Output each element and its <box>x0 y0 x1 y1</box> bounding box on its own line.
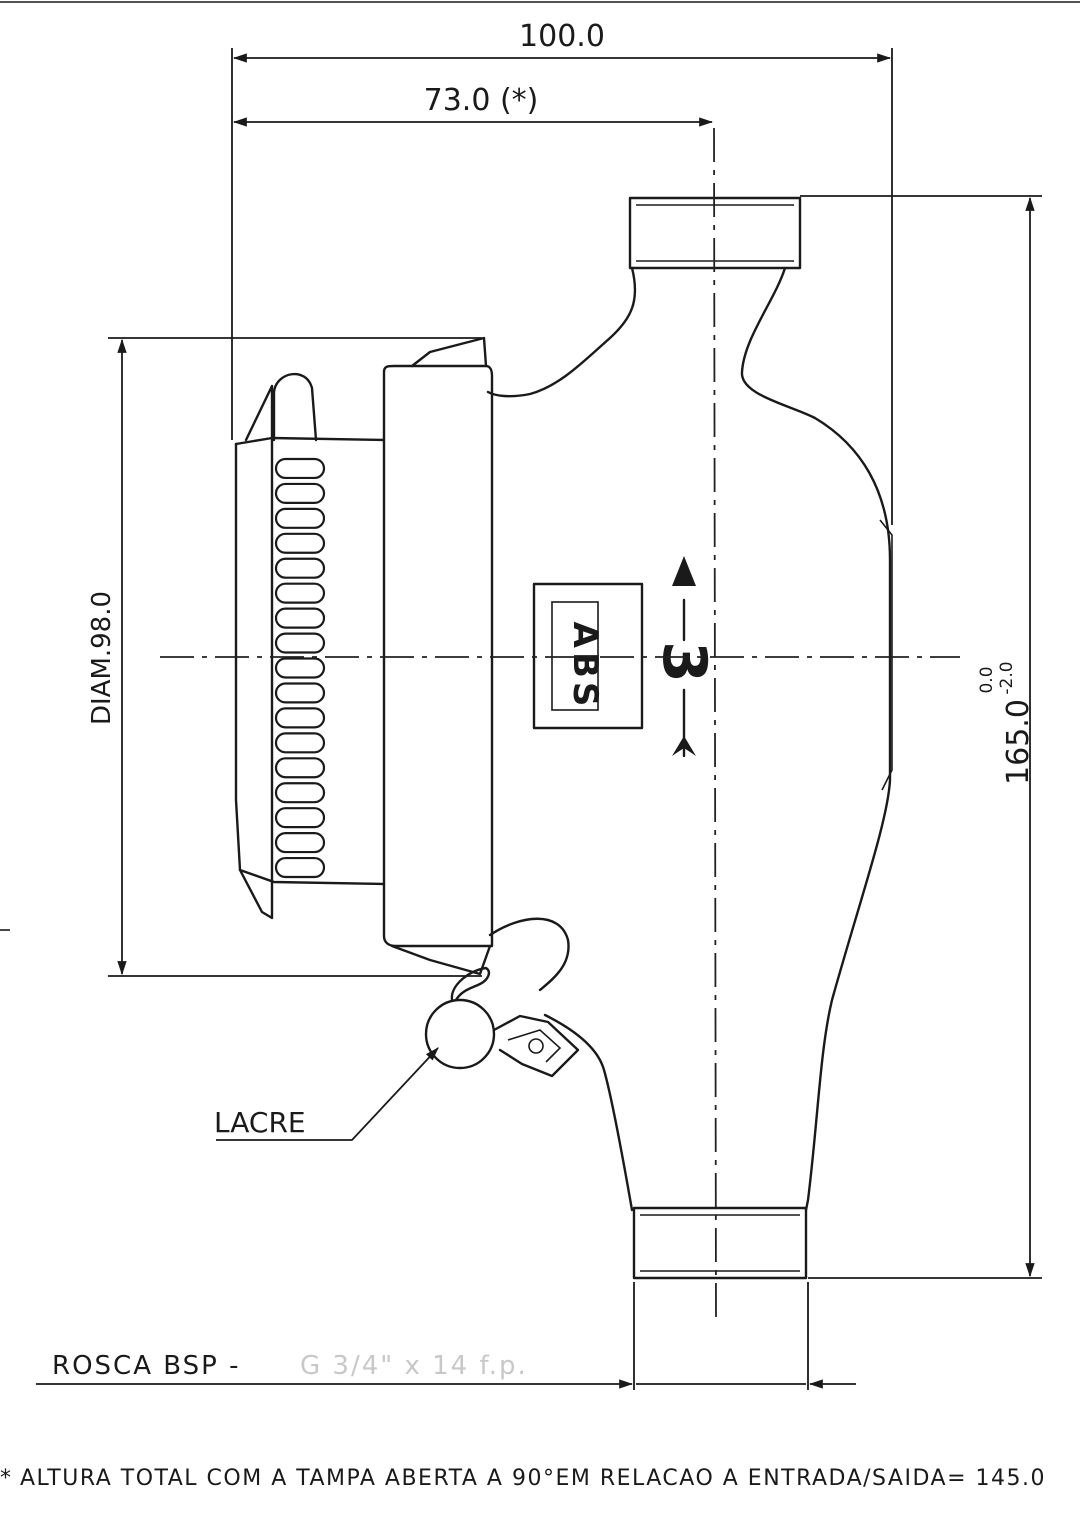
lid-rib <box>274 807 326 829</box>
seal-pin <box>528 1038 544 1054</box>
lid-rib <box>274 732 326 754</box>
dimension-value-100: 100.0 <box>519 19 605 54</box>
lid-rib <box>274 682 326 704</box>
seal-wire-loop <box>450 966 491 1002</box>
flow-arrow-up-icon <box>672 556 696 586</box>
flow-direction-symbol: 3 <box>649 556 719 758</box>
lid-outline-top <box>234 436 386 446</box>
seal-assembly <box>424 966 580 1078</box>
dimension-value-73: 73.0 (*) <box>424 83 539 118</box>
lid-knob <box>272 372 318 442</box>
lid-rib <box>274 757 326 779</box>
logo-box: ABS <box>532 582 644 730</box>
body-outline <box>486 266 892 1212</box>
footnote-text: ALTURA TOTAL COM A TAMPA ABERTA A 90°EM … <box>20 1466 1046 1491</box>
lid-rib <box>274 557 326 579</box>
logo-inner-frame <box>551 601 599 711</box>
lid-rib <box>274 707 326 729</box>
vertical-centerline <box>713 127 717 1321</box>
dimension-value-diam: DIAM.98.0 <box>87 591 117 725</box>
body-side-rib <box>879 519 893 791</box>
register-housing <box>234 336 494 976</box>
lid-rib <box>274 832 326 854</box>
lid-rib <box>274 457 326 480</box>
lid-rib <box>274 482 326 504</box>
flow-arrow-tail-icon <box>672 736 696 756</box>
lid-rib <box>274 532 326 554</box>
dimension-diameter: DIAM.98.0 <box>87 337 482 977</box>
dimension-overall-width: 100.0 <box>231 19 893 525</box>
register-bottom-bevel <box>390 944 492 976</box>
register-top-bevel <box>410 336 488 368</box>
lid-rib <box>274 782 326 804</box>
meter-body <box>486 196 893 1280</box>
seal-clip-inner <box>507 1029 562 1063</box>
thread-dimension: ROSCA BSP - G 3/4" x 14 f.p. <box>36 1282 856 1390</box>
lid-hinge-edge <box>238 384 274 920</box>
thread-spec-faded: G 3/4" x 14 f.p. <box>300 1351 528 1381</box>
dimension-center-offset: 73.0 (*) <box>232 83 714 127</box>
seal-label: LACRE <box>214 1106 306 1139</box>
lid-rib <box>274 607 326 629</box>
dimension-value-165: 165.0 <box>1001 699 1036 785</box>
seal-clip <box>492 1014 580 1078</box>
bottom-connection-thread <box>632 1206 808 1280</box>
seal-ball <box>424 998 496 1070</box>
lid-ribs <box>274 457 326 879</box>
logo-text: ABS <box>565 622 605 711</box>
lid-rib <box>274 856 326 879</box>
register-cylinder <box>382 364 494 948</box>
lid-rib <box>274 582 326 604</box>
tolerance-upper: 0.0 <box>977 666 997 693</box>
dimension-height: 165.0 0.0 -2.0 <box>800 195 1042 1279</box>
seal-leader-line <box>216 1047 439 1141</box>
logo-frame <box>532 582 644 730</box>
flow-digit: 3 <box>649 641 719 683</box>
footnote-marker: * <box>0 1466 13 1491</box>
tolerance-lower: -2.0 <box>997 661 1017 694</box>
thread-label: ROSCA BSP - <box>52 1351 240 1381</box>
lid-rib <box>274 507 326 529</box>
lid-rib <box>274 657 326 679</box>
lid-rib <box>274 632 326 654</box>
